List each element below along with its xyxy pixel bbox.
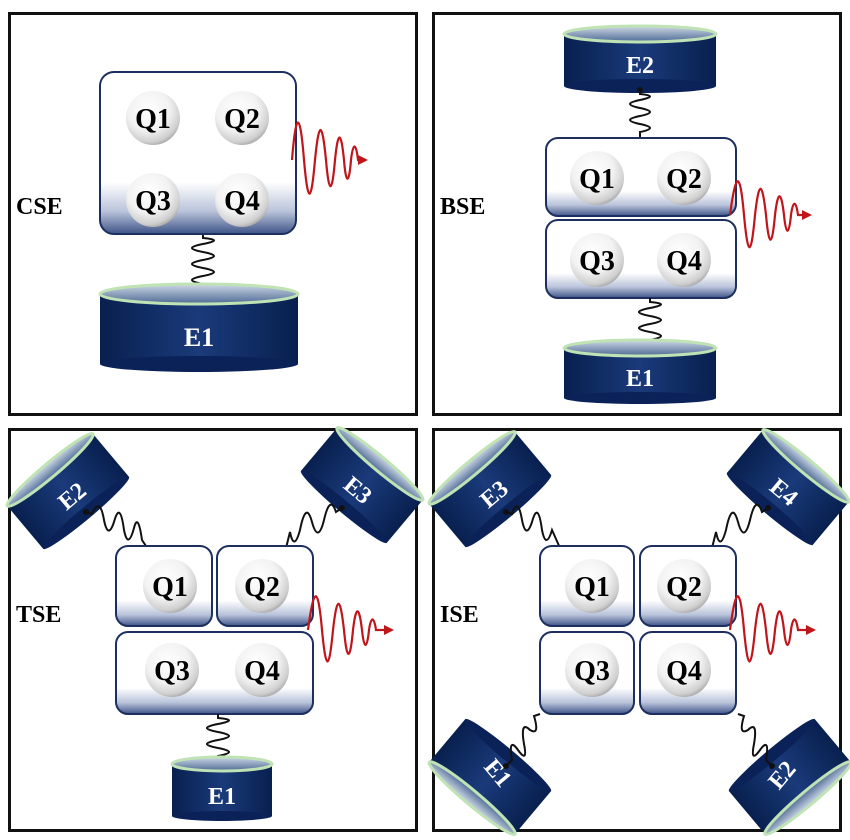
tse-spring-left — [83, 505, 151, 553]
bse-env-label-e2: E2 — [626, 53, 654, 79]
bse-env-label-e1: E1 — [626, 366, 654, 392]
bse-qubit-q4: Q4 — [666, 246, 702, 277]
cse-label: CSE — [16, 194, 63, 220]
ise-environment-e3: E3 — [427, 430, 552, 548]
cse-qubit-q1: Q1 — [135, 104, 171, 135]
ise-label: ISE — [440, 602, 479, 628]
ise-qubit-block-q3: Q3 — [539, 631, 635, 715]
tse-env-label-e1: E1 — [208, 784, 236, 810]
bse-qubit-q1: Q1 — [579, 164, 615, 195]
bse-spring-top — [629, 87, 651, 138]
ise-spring-bottom-right — [737, 713, 775, 769]
tse-qubit-q4: Q4 — [244, 656, 280, 687]
ise-qubit-block-q1: Q1 — [539, 545, 635, 627]
cse-qubit-q3: Q3 — [135, 186, 171, 217]
ise-spring-bottom-left — [503, 713, 541, 769]
tse-spring-right — [285, 503, 345, 549]
ise-spring-top-left — [503, 505, 561, 549]
tse-qubit-block-q1: Q1 — [115, 545, 213, 627]
ise-spring-top-right — [711, 503, 771, 549]
tse-qubit-q2: Q2 — [244, 572, 280, 603]
cse-environment-e1: E1 — [98, 282, 300, 372]
tse-emission-wave — [306, 595, 394, 663]
tse-label: TSE — [16, 602, 61, 628]
bse-emission-wave — [728, 180, 812, 249]
cse-env-label-1: E1 — [184, 323, 214, 352]
tse-qubit-block-q2: Q2 — [216, 545, 314, 627]
ise-qubit-block-q2: Q2 — [639, 545, 737, 627]
tse-qubit-q1: Q1 — [152, 572, 188, 603]
ise-qubit-q4: Q4 — [666, 656, 702, 687]
ise-qubit-q3: Q3 — [574, 656, 610, 687]
ise-qubit-q2: Q2 — [666, 572, 702, 603]
tse-qubit-q3: Q3 — [154, 656, 190, 687]
tse-environment-e2: E2 — [5, 432, 130, 550]
ise-emission-wave — [728, 595, 816, 663]
cse-qubit-block: Q1 Q2 Q3 Q4 — [99, 71, 297, 235]
ise-environment-e1 — [427, 718, 552, 836]
tse-qubit-block-bottom: Q3 Q4 — [115, 631, 314, 715]
ise-environment-e2 — [728, 718, 850, 836]
bse-qubit-block-bottom: Q3 Q4 — [545, 219, 737, 299]
tse-environment-e3: E3 — [300, 426, 425, 544]
cse-qubit-q2: Q2 — [224, 104, 260, 135]
bse-qubit-block-top: Q1 Q2 — [545, 137, 737, 217]
ise-qubit-block-q4: Q4 — [639, 631, 737, 715]
cse-emission-wave — [290, 121, 368, 195]
cse-qubit-q4: Q4 — [224, 186, 260, 217]
ise-qubit-q1: Q1 — [574, 572, 610, 603]
bse-qubit-q2: Q2 — [666, 164, 702, 195]
tse-environment-e1: E1 — [170, 755, 274, 821]
bse-environment-e2: E2 — [562, 24, 718, 93]
bse-environment-e1: E1 — [562, 338, 718, 404]
bse-qubit-q3: Q3 — [579, 246, 615, 277]
bse-label: BSE — [440, 194, 485, 220]
